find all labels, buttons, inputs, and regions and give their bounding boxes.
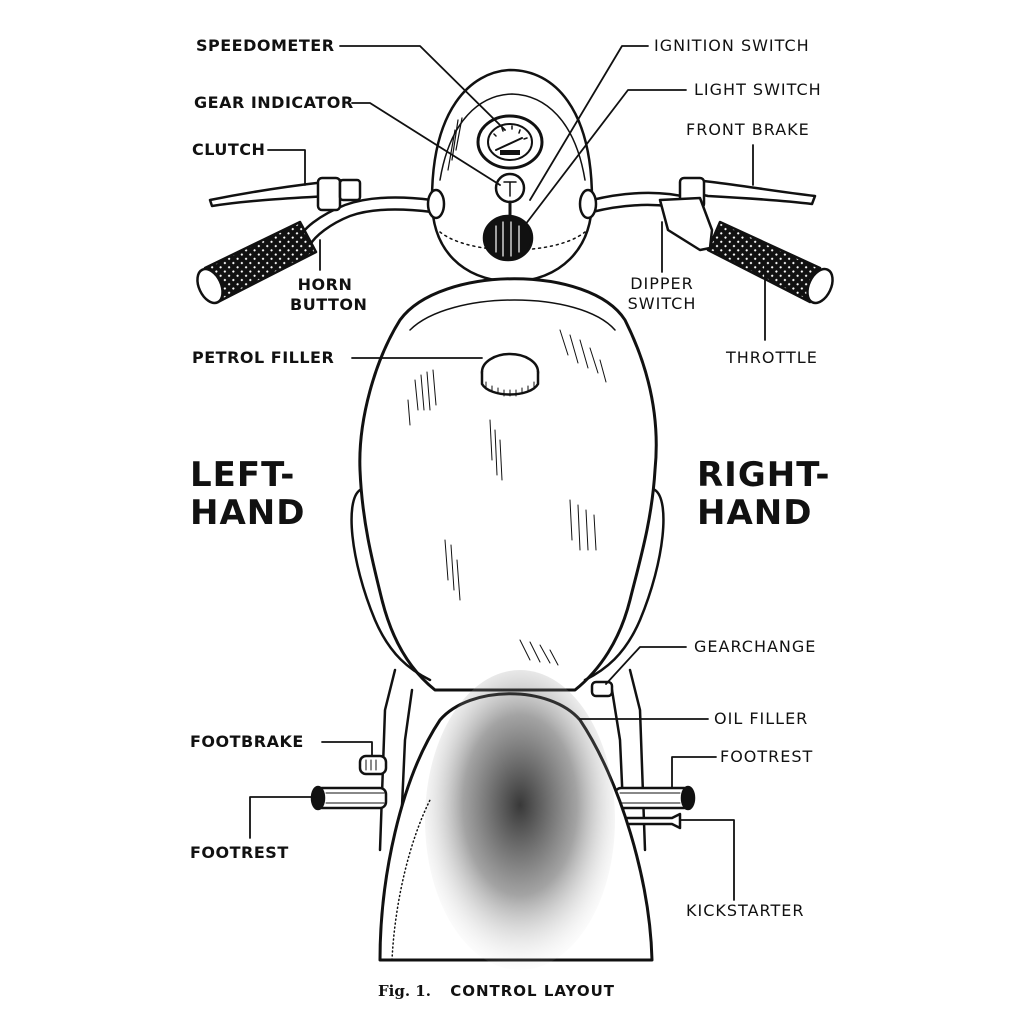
seat [378,670,654,970]
right-hand-heading-line1: RIGHT- [697,455,831,495]
label-horn-button: HORN BUTTON [290,275,368,314]
front-brake-lever [658,176,817,252]
handlebar-left [298,196,434,247]
clutch-lever [208,176,362,212]
label-horn-button-line2: BUTTON [290,295,368,314]
light-switch-knob [482,200,534,262]
left-hand-heading: LEFT- HAND [190,456,305,532]
leader-footbrake [321,741,373,757]
gearchange-pedal [590,680,614,698]
leader-kickstarter [679,819,735,901]
figure-number: Fig. 1. [378,982,431,1000]
label-gearchange: GEARCHANGE [694,637,817,656]
left-grip [196,220,318,305]
leader-lines [249,45,766,901]
leader-light-switch [524,89,687,226]
figure-caption: Fig. 1. CONTROL LAYOUT [378,982,615,1000]
label-light-switch: LIGHT SWITCH [694,80,822,99]
leader-speedometer [339,45,506,131]
speedometer-dial [476,114,544,170]
label-dipper-switch-line1: DIPPER [630,274,694,293]
label-front-brake: FRONT BRAKE [686,120,810,139]
label-speedometer: SPEEDOMETER [196,36,335,55]
right-hand-heading-line2: HAND [697,493,813,533]
label-horn-button-line1: HORN [297,275,353,294]
gear-indicator-dial [494,172,526,204]
leader-gear-indicator [351,102,501,186]
label-throttle: THROTTLE [726,348,818,367]
label-clutch: CLUTCH [192,140,266,159]
label-dipper-switch-line2: SWITCH [627,294,697,313]
leader-clutch [267,149,306,186]
label-oil-filler: OIL FILLER [714,709,809,728]
fuel-tank [350,277,665,692]
right-hand-heading: RIGHT- HAND [697,456,831,532]
footbrake-pedal [358,754,388,776]
tank-shading-left [407,369,503,601]
label-gear-indicator: GEAR INDICATOR [194,93,354,112]
label-dipper-switch: DIPPER SWITCH [620,276,704,312]
label-footrest-right: FOOTREST [720,747,814,766]
label-petrol-filler: PETROL FILLER [192,348,335,367]
figure-title: CONTROL LAYOUT [450,982,616,1000]
left-hand-heading-line2: HAND [190,493,306,533]
leader-ignition-switch [529,45,649,201]
footrest-left [310,785,388,811]
left-hand-heading-line1: LEFT- [190,455,296,495]
leader-footrest-right [671,756,717,789]
petrol-filler-cap [480,352,540,397]
label-footrest-left: FOOTREST [190,843,289,862]
footrest-right [613,785,696,811]
tank-shading-right [519,329,607,666]
right-grip [706,220,834,305]
leader-footrest-left [249,796,317,839]
leader-gearchange [605,646,687,685]
label-footbrake: FOOTBRAKE [190,732,304,751]
label-kickstarter: KICKSTARTER [686,901,805,920]
label-ignition-switch: IGNITION SWITCH [654,36,810,55]
